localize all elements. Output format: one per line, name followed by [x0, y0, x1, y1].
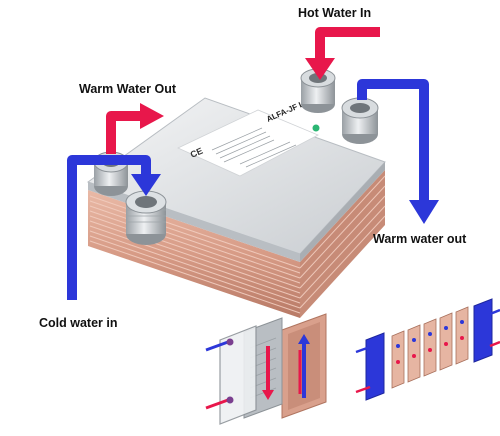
warm-out-right-arrowhead	[409, 200, 439, 224]
nozzle-right	[341, 97, 379, 144]
inset-multi-plate-view	[355, 298, 500, 401]
nameplate-sticker	[177, 109, 319, 177]
label-hot-water-in: Hot Water In	[298, 6, 372, 20]
inset-plate-exploded-view	[205, 313, 327, 425]
red-arrow-icon	[315, 27, 380, 62]
nozzle-top-center	[300, 68, 336, 113]
label-cold-water-in: Cold water in	[39, 316, 118, 330]
blue-arrow-icon	[67, 155, 151, 300]
label-warm-water-out-top: Warm Water Out	[79, 82, 176, 96]
hot-in-arrowhead	[305, 58, 335, 80]
red-arrow-icon	[106, 111, 142, 154]
label-warm-water-out-right: Warm water out	[373, 232, 467, 246]
heat-exchanger-body	[86, 97, 386, 318]
cold-in-arrowhead	[131, 174, 161, 196]
plate-stack-side	[300, 170, 385, 318]
warm-out-top-arrowhead	[140, 103, 164, 129]
nozzle-front-left	[125, 190, 167, 245]
plate-ridges	[89, 175, 386, 314]
status-light-icon	[312, 124, 320, 132]
ce-mark-icon: CE	[189, 146, 205, 160]
nameplate-text-lines	[211, 127, 297, 168]
cover-plate-edge-side	[300, 162, 385, 262]
blue-arrow-icon	[357, 79, 429, 202]
